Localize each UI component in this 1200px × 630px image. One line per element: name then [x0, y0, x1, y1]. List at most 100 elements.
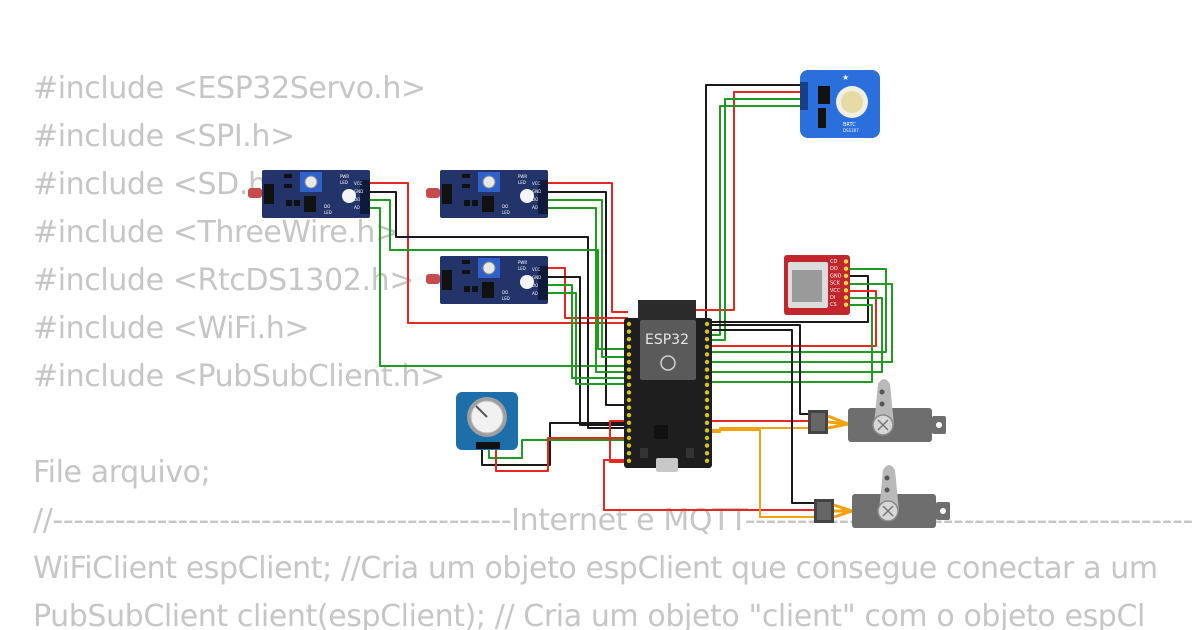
sd-pin-label: CS [830, 302, 837, 308]
wire-green [548, 292, 628, 385]
header-pin [626, 435, 632, 441]
close-icon [882, 505, 894, 517]
header-pin [704, 344, 710, 349]
wire-green [548, 284, 628, 379]
ldr-chip [304, 196, 316, 212]
header-pin [626, 413, 632, 418]
ldr-header [264, 184, 274, 204]
header-pin [626, 382, 632, 387]
led-label: LED [502, 210, 510, 215]
led-label: PWR [340, 174, 349, 179]
header-pin [626, 352, 632, 357]
code-line: #include <SPI.h> [33, 119, 295, 154]
wire-orange [712, 429, 816, 518]
ldr-sensor [426, 188, 440, 198]
servo-horn [874, 379, 894, 425]
pin-label: AO [532, 291, 538, 296]
header-pin [704, 420, 710, 425]
sd-pin-label: SCK [830, 281, 841, 287]
sd-pin [843, 302, 849, 307]
led-label: DO [324, 204, 330, 209]
header-pin [626, 321, 632, 327]
code-line: #include <RtcDS1302.h> [33, 263, 414, 298]
pin-header [360, 180, 370, 214]
servo-1 [808, 379, 946, 442]
esp32-pins-left [626, 321, 632, 463]
led-label: LED [324, 210, 332, 215]
pin-label: GND [532, 275, 541, 280]
esp32-pins-right [704, 321, 710, 463]
sd-pin [843, 295, 849, 300]
header-pin [704, 443, 710, 448]
ldr-sensor [426, 274, 440, 284]
header-pin [626, 451, 632, 456]
ldr-header [442, 270, 452, 290]
header-pin [626, 375, 632, 380]
pin-label: AO [532, 205, 538, 210]
button [640, 448, 648, 458]
servo-cable [827, 414, 849, 430]
code-line: #include <ThreeWire.h> [33, 215, 400, 250]
button [686, 448, 694, 458]
ldr-chip [482, 196, 494, 212]
rtc-chip [818, 86, 830, 104]
wire-black [481, 422, 628, 466]
header-pin [626, 397, 632, 403]
wire-red [712, 290, 877, 347]
star-icon: ★ [842, 73, 849, 82]
wire-black [712, 324, 810, 415]
pin-label: GND [532, 189, 541, 194]
header-pin [704, 428, 710, 433]
wire-black [548, 191, 628, 406]
rtc-module: BRTC DS1307 ★ [800, 70, 880, 138]
sd-pin-label: VCC [830, 288, 841, 294]
wire-green [712, 98, 803, 341]
header-pin [704, 329, 710, 334]
wires [370, 84, 893, 518]
sd-pin [843, 288, 849, 293]
header-pin [704, 337, 710, 342]
ldr-chip [482, 282, 494, 298]
wire-black [370, 191, 628, 429]
header-pin [704, 390, 710, 395]
servo-mount-hole [940, 508, 946, 514]
rtc-battery-inner [841, 91, 863, 113]
trimpot-knob [304, 175, 318, 189]
servo-horn [879, 465, 899, 511]
servo-connector-face [817, 502, 831, 520]
header-pin [626, 428, 632, 433]
pin-header [800, 82, 808, 110]
pin-header [538, 266, 548, 300]
servo-connector-face [811, 413, 825, 431]
wire-red [603, 459, 816, 511]
header-pin [626, 329, 632, 334]
pin-label: VCC [532, 267, 541, 272]
led-label: LED [340, 180, 348, 185]
servo-cable [833, 503, 853, 519]
header-pin [626, 458, 632, 463]
led-label: LED [518, 180, 526, 185]
ldr-header [442, 184, 452, 204]
trimpot-knob [482, 175, 496, 189]
ldr-module-3: VCC GND DO AO PWR LED DO LED [426, 256, 548, 304]
chip [654, 425, 668, 439]
rtc-label: BRTC [843, 122, 856, 128]
ldr-sensor [248, 188, 262, 198]
wire-green [712, 105, 803, 336]
rtc-sublabel: DS1307 [843, 128, 859, 133]
wire-green [712, 297, 883, 373]
code-line: #include <WiFi.h> [33, 311, 310, 346]
header-pin [626, 344, 632, 349]
pin-label: GND [354, 189, 363, 194]
wire-red [548, 182, 628, 313]
usb-port [656, 458, 678, 472]
header-pin [704, 352, 710, 357]
esp32-shield [640, 320, 696, 380]
ldr-led [342, 189, 356, 203]
sd-slot-inner [792, 270, 822, 302]
sd-pin [843, 273, 849, 279]
led-label: DO [502, 204, 508, 209]
led-label: DO [502, 290, 508, 295]
led-label: LED [502, 296, 510, 301]
